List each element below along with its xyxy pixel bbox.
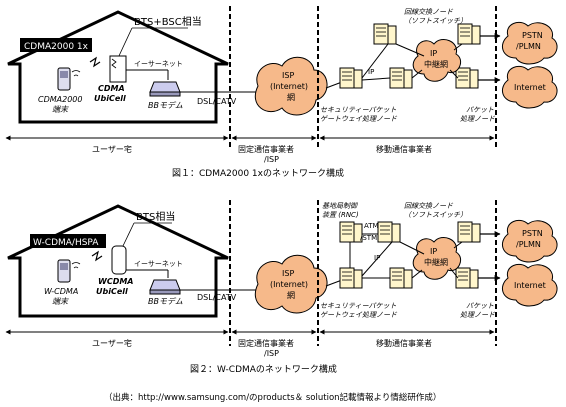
atm-label-2: /STM [360,234,377,242]
terminal-label-1: CDMA2000 [38,95,82,104]
zone-mobile-label: 移動通信事業者 [376,338,432,348]
internet-cloud [501,65,558,109]
switch-label-2: （ソフトスイッチ） [404,17,467,25]
packet-server-1 [389,267,413,289]
rnc-label-1: 基地局制御 [322,202,358,210]
core-label-2: 中継網 [424,257,448,267]
source-citation: （出典：http://www.samsung.com/のproducts＆ so… [104,392,441,403]
dsl-label: DSL/CATV [197,97,237,106]
bb-modem-icon [149,81,181,97]
pstn-label-1: PSTN [522,31,543,40]
ubicell-device-icon [89,55,127,83]
zone-mobile-label: 移動通信事業者 [376,144,432,154]
figure-1-caption: 図１：CDMA2000 1xのネットワーク構成 [172,167,344,179]
figure-2-caption: 図２：W-CDMAのネットワーク構成 [190,363,337,375]
core-label-1: IP [430,247,437,256]
ethernet-label: イーサーネット [134,60,183,68]
isp-cloud [255,254,328,314]
zone-fixed-label-1: 固定通信事業者 [238,338,294,348]
terminal-label-2: 端末 [52,105,69,114]
zone-fixed-label-2: /ISP [264,349,279,358]
figure-1: CDMA2000 1x BTS+BSC相当 CDMA2000 端末 CDMA U… [5,6,558,179]
sec-gw-label-1: セキュリティーパケット [320,106,397,114]
atm-label-1: ATM [364,222,379,230]
system-title: W-CDMA/HSPA [33,238,99,248]
ip-core-cloud [412,39,461,82]
internet-cloud [501,263,558,307]
bts-label: BTS相当 [136,210,175,223]
terminal-label-1: W-CDMA [44,287,78,296]
switch-label-1: 回線交換ノード [404,202,454,210]
ubicell-label-1: WCDMA [98,277,134,286]
pstn-label-2: /PLMN [516,240,541,249]
dsl-label: DSL/CATV [197,293,237,302]
core-label-1: IP [430,49,437,58]
ubicell-label-2: UbiCell [94,94,126,103]
security-gateway-server [339,267,363,289]
internet-label: Internet [514,281,546,290]
modem-label: BBモデム [148,101,183,110]
security-gateway-server [339,67,363,89]
switch-server-2 [457,23,481,45]
pstn-label-1: PSTN [522,229,543,238]
isp-label-2: (Internet) [270,82,308,91]
rnc-label-2: 装置 (RNC) [322,211,359,219]
ubicell-device-icon [91,245,127,275]
switch-server-2 [457,221,481,243]
switch-server-1 [373,23,397,45]
isp-cloud [255,56,328,116]
packet-node-label-2: 処理ノード [460,311,496,319]
system-title-box [30,234,106,248]
rnc-server [339,221,363,243]
system-title: CDMA2000 1x [24,42,89,52]
packet-node-label-2: 処理ノード [460,115,496,123]
system-title-box [20,38,92,52]
internet-label: Internet [514,83,546,92]
packet-server-2 [455,267,479,289]
modem-label: BBモデム [148,297,183,306]
bts-label: BTS+BSC相当 [134,15,202,28]
sec-gw-label-2: ゲートウェイ処理ノード [320,115,398,123]
sec-gw-label-2: ゲートウェイ処理ノード [320,311,398,319]
packet-server-2 [455,67,479,89]
ip-core-cloud [412,237,461,280]
isp-label-3: 網 [287,92,295,102]
pstn-cloud [501,219,558,263]
pstn-cloud [501,21,558,65]
isp-label-2: (Internet) [270,280,308,289]
packet-node-label-1: パケット [466,106,494,114]
ethernet-label: イーサーネット [134,260,183,268]
zone-fixed-label-1: 固定通信事業者 [238,144,294,154]
terminal-label-2: 端末 [52,297,69,306]
core-label-2: 中継網 [424,59,448,69]
pstn-label-2: /PLMN [516,42,541,51]
switch-label-2: （ソフトスイッチ） [404,211,467,219]
bb-modem-icon [149,279,181,295]
switch-label-1: 回線交換ノード [404,8,454,16]
zone-user-label: ユーザー宅 [92,144,132,154]
isp-label-3: 網 [287,290,295,300]
figure-2: W-CDMA/HSPA BTS相当 W-CDMA 端末 WCDMA UbiCel… [5,200,558,375]
isp-label-1: ISP [282,71,294,80]
sec-gw-label-1: セキュリティーパケット [320,302,397,310]
ip-label: IP [374,254,380,262]
wcdma-terminal-icon [57,259,81,283]
packet-server-1 [389,67,413,89]
ubicell-label-1: CDMA [98,84,125,93]
switch-server-1 [377,221,401,243]
packet-node-label-1: パケット [466,302,494,310]
zone-user-label: ユーザー宅 [92,338,132,348]
cdma2000-terminal-icon [57,67,81,91]
zone-fixed-label-2: /ISP [264,155,279,164]
ip-label: IP [368,68,374,76]
ubicell-label-2: UbiCell [96,287,128,296]
isp-label-1: ISP [282,269,294,278]
